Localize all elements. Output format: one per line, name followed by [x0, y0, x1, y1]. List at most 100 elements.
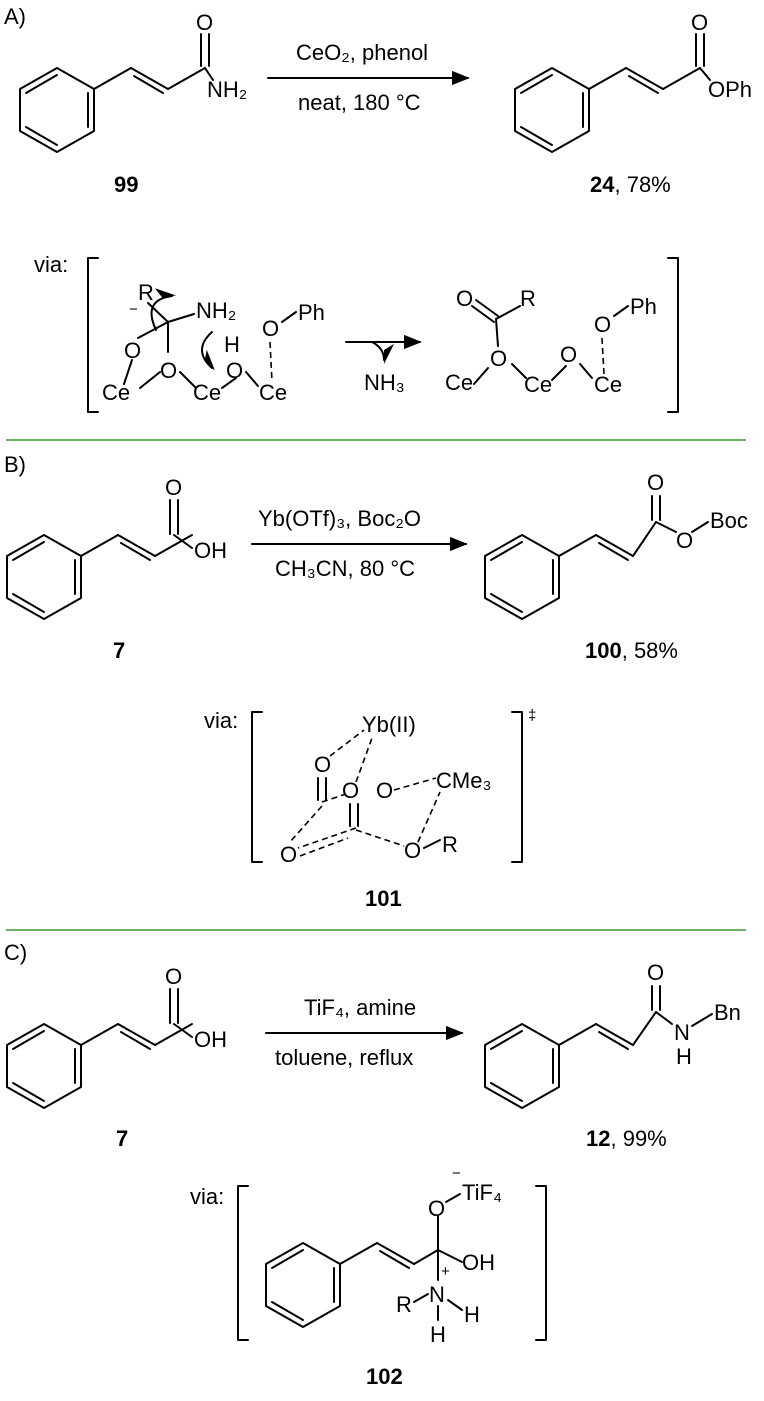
bridging-oxygen-label-b: O [676, 528, 693, 553]
acid-carbonyl-oxygen-label-b: O [165, 475, 182, 500]
oxygen-label-2: O [160, 358, 177, 383]
ytterbium-label: Yb(II) [362, 712, 416, 737]
ammonium-nitrogen-label: N [429, 1282, 445, 1307]
reagents-c-bottom: toluene, reflux [275, 1045, 413, 1070]
cerium-label-3: Ce [259, 380, 287, 405]
amide-group-label: NH₂ [207, 77, 247, 102]
benzyl-group-label: Bn [714, 1000, 741, 1025]
reagents-b-bottom: CH₃CN, 80 °C [275, 556, 415, 581]
reagents-c-top: TiF₄, amine [304, 995, 416, 1020]
phenoxide-phenyl-label: Ph [630, 294, 657, 319]
cerium-label-5: Ce [524, 372, 552, 397]
ester-carbonyl-oxygen-label: O [691, 10, 708, 35]
titanium-tetrafluoride-label: TiF₄ [462, 1180, 502, 1205]
compound-id-101: 101 [365, 886, 402, 911]
compound-id-7-b: 7 [113, 638, 125, 663]
product-100-structure: O O Boc [484, 470, 748, 620]
yield-100: , 58% [622, 638, 678, 663]
ts-oxygen-label-4: O [280, 842, 297, 867]
amide-hydrogen-label: H [676, 1044, 692, 1069]
cerium-label-4: Ce [445, 370, 473, 395]
titanate-negative-charge: − [452, 1165, 461, 1182]
via-label-b: via: [204, 708, 238, 733]
product-24-caption: 24, 78% [590, 172, 671, 197]
ceria-surface-intermediate: R − NH₂ O O Ce Ce H O Ce O Ph [102, 280, 325, 405]
compound-id-102: 102 [366, 1364, 403, 1389]
compound-id-7-c: 7 [116, 1126, 128, 1151]
cerium-label-6: Ce [594, 372, 622, 397]
oxygen-label-3: O [226, 358, 243, 383]
amide-nitrogen-label: N [674, 1020, 690, 1045]
ts-oxygen-label-3: O [376, 778, 393, 803]
cerium-label-2: Ce [193, 380, 221, 405]
tetrahedral-intermediate-102: O − TiF₄ OH + N R H H [265, 1165, 502, 1347]
ammonia-release-arrow [371, 341, 394, 364]
compound-id-12: 12 [586, 1126, 610, 1151]
hydroxyl-label-102: OH [462, 1250, 495, 1275]
reagents-a-top: CeO₂, phenol [296, 40, 428, 65]
via-label-a: via: [34, 252, 68, 277]
acyl-r-label: R [520, 286, 536, 311]
section-a-label: A) [4, 4, 26, 29]
bracket-a-left [87, 257, 99, 413]
ammonia-label: NH₃ [364, 370, 405, 395]
surface-carboxylate-intermediate: O R O Ce Ce O Ce O Ph [445, 286, 657, 397]
acyl-oxygen-label: O [456, 286, 473, 311]
reactant-99-structure: O NH₂ [19, 10, 247, 153]
ammonium-positive-charge: + [441, 1263, 450, 1280]
cerium-label-1: Ce [102, 380, 130, 405]
ts-r-label: R [442, 832, 458, 857]
bracket-b-right [511, 711, 523, 863]
phenoxy-group-label: OPh [708, 77, 752, 102]
svg-text:24, 78%: 24, 78% [590, 172, 671, 197]
bridging-oxygen-label-2: O [560, 342, 577, 367]
svg-text:100, 58%: 100, 58% [585, 638, 678, 663]
bracket-c-right [535, 1185, 547, 1341]
section-c-label: C) [4, 940, 27, 965]
ammonium-r-label: R [396, 1292, 412, 1317]
product-24-structure: O OPh [514, 10, 752, 153]
negative-charge-label: − [129, 301, 138, 318]
via-label-c: via: [190, 1184, 224, 1209]
oxygen-label-1: O [124, 338, 141, 363]
anhydride-carbonyl-oxygen-label: O [647, 470, 664, 495]
substituent-r-label: R [138, 280, 154, 305]
hydroxyl-label-b: OH [194, 538, 227, 563]
phenol-oxygen-label: O [262, 316, 279, 341]
hydroxyl-label-c: OH [194, 1027, 227, 1052]
ytterbium-transition-state-101: Yb(II) O O O CMe₃ O O R [280, 712, 491, 867]
carbonyl-oxygen-label: O [196, 10, 213, 35]
ts-oxygen-label-2: O [342, 778, 359, 803]
yield-24: , 78% [614, 172, 670, 197]
acid-carbonyl-oxygen-label-c: O [165, 964, 182, 989]
hydrogen-label: H [224, 332, 240, 357]
ts-oxygen-label-5: O [404, 838, 421, 863]
tert-butyl-cation-label: CMe₃ [436, 768, 491, 793]
amide-carbonyl-oxygen-label: O [647, 960, 664, 985]
bracket-a-right [667, 257, 679, 413]
section-b: B) O OH Yb(OTf)₃, Boc₂O CH₃CN, 80 °C [4, 452, 748, 911]
ts-oxygen-label-1: O [314, 752, 331, 777]
phenoxide-oxygen-label: O [594, 312, 611, 337]
compound-id-99: 99 [114, 172, 138, 197]
phenol-phenyl-label: Ph [298, 300, 325, 325]
product-12-structure: O N H Bn [484, 960, 741, 1109]
compound-id-24: 24 [590, 172, 615, 197]
amino-group-label: NH₂ [196, 298, 236, 323]
ammonium-hydrogen-label-2: H [430, 1322, 446, 1347]
transition-state-symbol: ‡ [528, 707, 536, 724]
section-c: C) O OH TiF₄, amine toluene, reflux [4, 940, 741, 1389]
ammonium-hydrogen-label-1: H [464, 1302, 480, 1327]
section-a: A) O NH₂ CeO₂, phenol neat, 180 °C [4, 4, 752, 413]
reagents-b-top: Yb(OTf)₃, Boc₂O [258, 506, 421, 531]
reactant-7-structure-b: O OH [6, 475, 227, 620]
electron-pushing-arrow-1 [150, 288, 176, 331]
svg-text:12, 99%: 12, 99% [586, 1126, 667, 1151]
bracket-b-left [251, 711, 263, 863]
section-b-label: B) [4, 452, 26, 477]
bracket-c-left [237, 1185, 249, 1341]
yield-12: , 99% [610, 1126, 666, 1151]
electron-pushing-arrow-2 [201, 331, 215, 371]
alkoxide-oxygen-label: O [428, 1196, 445, 1221]
